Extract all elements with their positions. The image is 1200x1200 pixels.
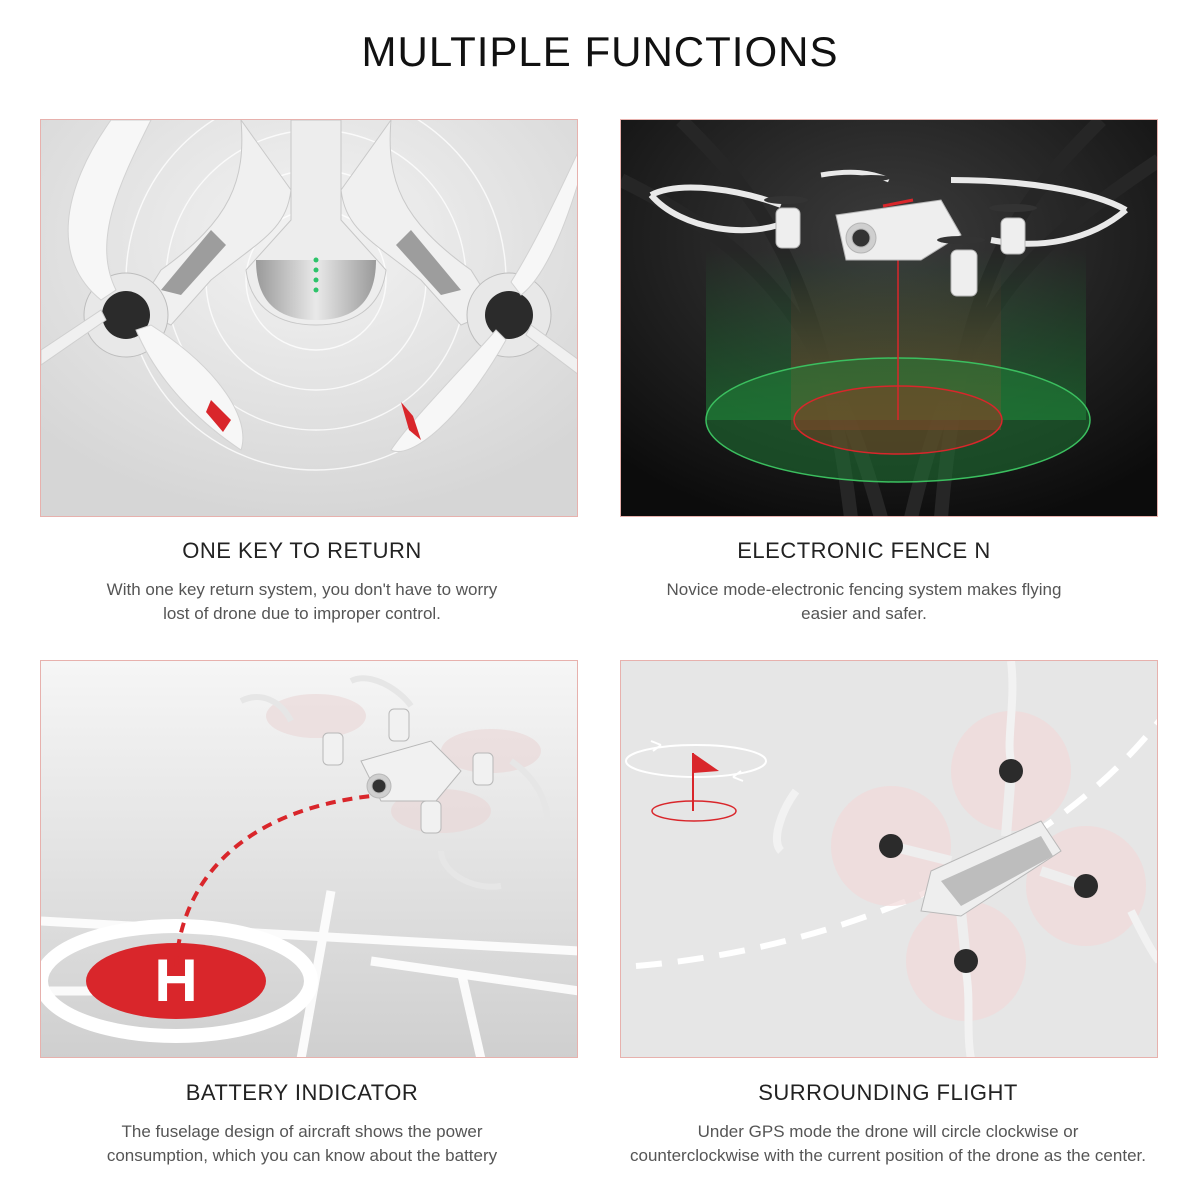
helipad-icon: H	[41, 919, 318, 1043]
feature-caption-battery: BATTERY INDICATOR The fuselage design of…	[22, 1080, 582, 1168]
feature-heading: ELECTRONIC FENCE N	[737, 538, 991, 563]
feature-description-line: counterclockwise with the current positi…	[630, 1146, 1146, 1165]
drone-orbit	[621, 661, 1157, 1057]
battery-led-icon	[313, 257, 319, 293]
panel-one-key-return	[40, 119, 578, 517]
feature-description-line: With one key return system, you don't ha…	[106, 580, 498, 599]
feature-caption-orbit: SURROUNDING FLIGHT Under GPS mode the dr…	[588, 1080, 1188, 1168]
feature-description-line: Novice mode-electronic fencing system ma…	[666, 580, 1062, 599]
feature-caption-return: ONE KEY TO RETURN With one key return sy…	[22, 538, 582, 626]
page-title: MULTIPLE FUNCTIONS	[361, 28, 839, 75]
feature-heading: ONE KEY TO RETURN	[182, 538, 422, 563]
feature-description-line: lost of drone due to improper control.	[163, 604, 441, 623]
feature-description-line: The fuselage design of aircraft shows th…	[121, 1122, 483, 1141]
panel-battery-indicator: H	[40, 660, 578, 1058]
feature-heading: BATTERY INDICATOR	[185, 1080, 419, 1105]
feature-description-line: easier and safer.	[801, 604, 927, 623]
panel-electronic-fence	[620, 119, 1158, 517]
drone-landing: H	[41, 661, 577, 1057]
feature-caption-fence: ELECTRONIC FENCE N Novice mode-electroni…	[584, 538, 1144, 626]
flag-icon	[692, 753, 719, 811]
drone-hover	[621, 120, 1157, 516]
feature-heading: SURROUNDING FLIGHT	[758, 1080, 1018, 1105]
feature-description-line: consumption, which you can know about th…	[106, 1146, 498, 1165]
feature-description-line: Under GPS mode the drone will circle clo…	[697, 1122, 1079, 1141]
panel-surrounding-flight	[620, 660, 1158, 1058]
drone-top-view	[41, 120, 577, 516]
